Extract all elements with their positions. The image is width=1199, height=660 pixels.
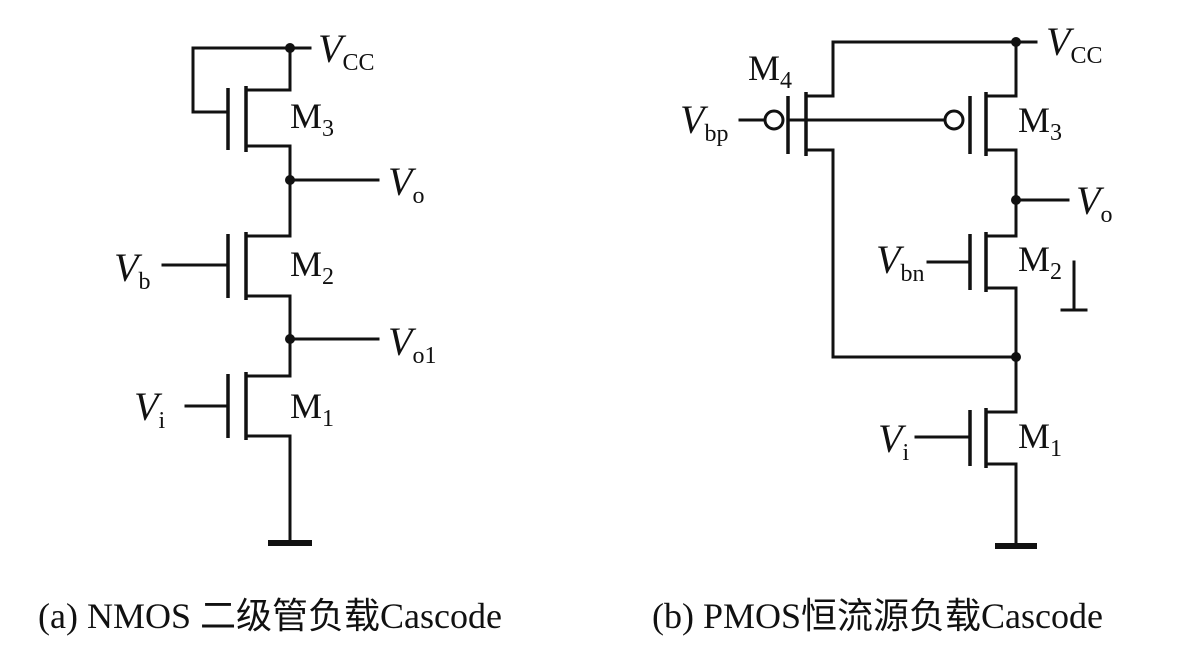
- caption-a: (a) NMOS 二级管负载Cascode: [38, 596, 502, 636]
- circuit-a: VCC M3 Vo M2 Vb Vo1 M1 Vi (a) NMOS 二级管负载…: [38, 26, 502, 636]
- mid-node-b: [1011, 352, 1021, 362]
- m3-label-b: M3: [1018, 100, 1062, 146]
- vo-label-a: Vo: [388, 159, 424, 209]
- vo1-label: Vo1: [388, 319, 436, 369]
- m2-label-a: M2: [290, 244, 334, 290]
- m1-label-b: M1: [1018, 416, 1062, 462]
- vcc-label-b: VCC: [1046, 19, 1102, 69]
- m3-gate-bubble: [943, 109, 965, 131]
- caption-b: (b) PMOS恒流源负载Cascode: [652, 596, 1103, 636]
- vo-label-b: Vo: [1076, 178, 1112, 228]
- circuit-b: VCC M4 Vbp M3 Vo Vbn M2 M1 Vi (b) PMOS恒流…: [652, 19, 1112, 636]
- m4-label: M4: [748, 48, 792, 94]
- vi-label-a: Vi: [134, 384, 165, 434]
- vbp-label: Vbp: [680, 97, 728, 147]
- vcc-label-a: VCC: [318, 26, 374, 76]
- m2-label-b: M2: [1018, 239, 1062, 285]
- m1-label-a: M1: [290, 386, 334, 432]
- vbn-label: Vbn: [876, 237, 924, 287]
- vb-label: Vb: [114, 245, 150, 295]
- m4-gate-bubble: [763, 109, 785, 131]
- m3-label-a: M3: [290, 96, 334, 142]
- vi-label-b: Vi: [878, 416, 909, 466]
